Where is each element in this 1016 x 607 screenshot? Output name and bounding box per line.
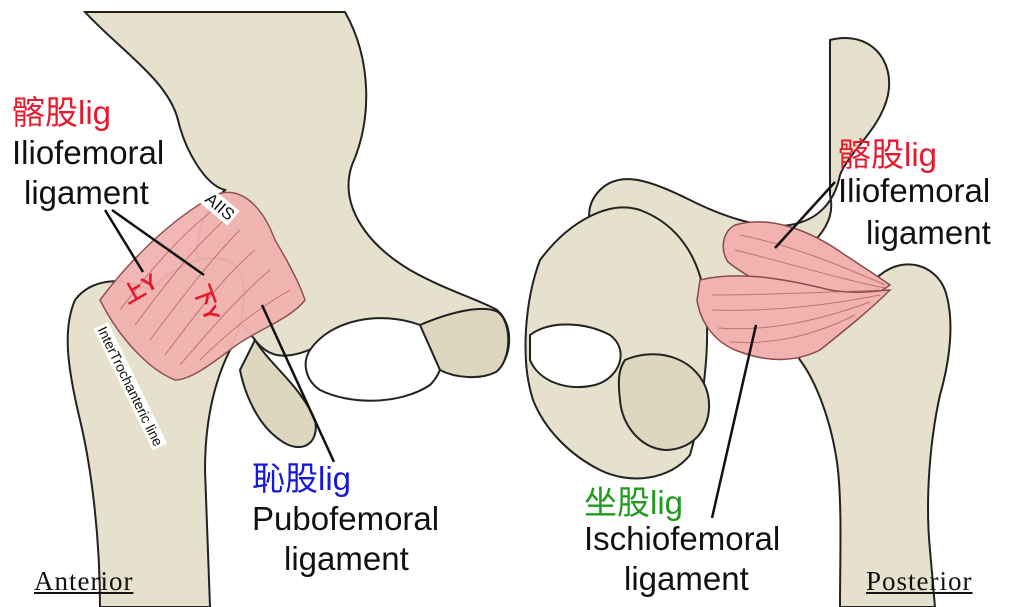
anterior-obturator-foramen <box>304 317 444 402</box>
anterior-lesser-trochanter <box>238 337 317 449</box>
posterior-iliofemoral-en-line2: ligament <box>866 214 991 251</box>
ischiofemoral-en-line1: Ischiofemoral <box>584 520 781 557</box>
pubofemoral-en-line1: Pubofemoral <box>252 500 440 537</box>
anterior-iliofemoral-ligament <box>99 191 306 381</box>
posterior-view-art <box>524 37 952 607</box>
ischiofemoral-en-line2: ligament <box>624 560 749 597</box>
posterior-iliofemoral-en-line1: Iliofemoral <box>838 172 991 209</box>
posterior-ischiofemoral-ligament <box>696 275 892 361</box>
anterior-iliofemoral-cn-label: 髂股lig <box>12 94 112 131</box>
anterior-iliofemoral-en-line2: ligament <box>24 174 149 211</box>
pubofemoral-en-line2: ligament <box>284 540 409 577</box>
anterior-view-art <box>66 11 511 607</box>
posterior-ligament-fibers <box>711 234 886 343</box>
posterior-iliofemoral-cn-label: 髂股lig <box>838 136 938 173</box>
posterior-view-label: Posterior <box>866 566 973 596</box>
anterior-pointer-upper <box>103 209 145 273</box>
posterior-pointer-ischio <box>710 324 758 519</box>
pubofemoral-cn-label: 恥股lig <box>252 460 352 497</box>
anterior-pointer-lower <box>111 208 205 277</box>
anterior-ligament-fibers <box>119 204 291 366</box>
posterior-ischial-tuberosity <box>617 353 711 452</box>
posterior-obturator <box>529 323 622 389</box>
anterior-view-label: Anterior <box>34 566 134 596</box>
anterior-pubic-ramus <box>418 307 510 378</box>
anterior-pointer-pubo <box>260 304 336 463</box>
ischiofemoral-cn-label: 坐股lig <box>584 484 684 521</box>
posterior-pointer-ilio <box>774 181 836 249</box>
anterior-iliofemoral-en-line1: Iliofemoral <box>12 134 165 171</box>
